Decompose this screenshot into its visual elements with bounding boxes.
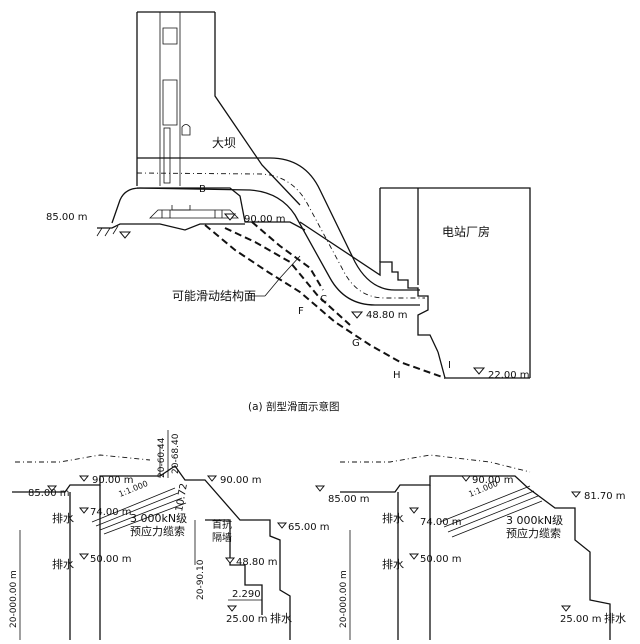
stepped-profile — [299, 221, 439, 353]
br-drain-1: 排水 — [382, 511, 404, 525]
bottom-right-section: 85.00 m 90.00 m 81.70 m 74.00 m 50.00 m … — [314, 454, 626, 640]
elev-marker-85 — [118, 231, 132, 239]
top-caption: (a) 剖型滑面示意图 — [248, 400, 339, 413]
br-ground-profile — [340, 475, 611, 640]
br-elev-25: 25.00 m — [560, 614, 602, 625]
bl-anchor-label-1: 3 000kN级 — [130, 512, 187, 525]
dam-shaft — [159, 12, 181, 186]
dam-pipe — [163, 127, 171, 184]
bl-elev-74: 74.00 m — [90, 507, 132, 518]
point-b: B — [199, 184, 206, 195]
bl-dim-lines — [194, 520, 262, 601]
point-c: C — [320, 294, 327, 305]
point-f: F — [298, 306, 304, 317]
dam-label: 大坝 — [212, 136, 236, 150]
bl-marker-85 — [46, 485, 58, 492]
penstock-centerline — [136, 172, 425, 299]
bl-drain-1: 排水 — [52, 511, 74, 525]
bl-elev-90-right: 90.00 m — [220, 475, 262, 486]
bl-marker-48 — [224, 557, 236, 564]
powerhouse-label: 电站厂房 — [442, 224, 490, 239]
bl-drain-3: 排水 — [270, 611, 292, 625]
slip-label-leader — [248, 255, 301, 297]
br-left-cut — [397, 485, 431, 640]
foundation-chamber — [149, 209, 239, 219]
bl-elev-48: 48.80 m — [236, 557, 278, 568]
top-elev-48: 48.80 m — [366, 310, 408, 321]
top-section-figure: 大坝 电站厂房 可能滑动结构面 (a) 剖型滑面示意图 85.00 m 90.0… — [46, 11, 531, 413]
ground-hatch — [96, 225, 119, 237]
elev-marker-48 — [350, 311, 364, 319]
bl-marker-65 — [276, 522, 288, 529]
bl-wall-label-1: 首抗 — [212, 518, 232, 531]
bl-original-ground — [15, 454, 151, 463]
elev-marker-90 — [223, 213, 237, 221]
br-anchor-label-2: 预应力缆索 — [506, 526, 561, 540]
bl-elev-90-left: 90.00 m — [92, 475, 134, 486]
ground-line-left — [97, 223, 245, 231]
bl-dim-verticals — [19, 430, 169, 640]
bl-marker-90l — [78, 475, 90, 482]
bl-marker-25 — [226, 605, 238, 612]
point-h: H — [393, 370, 401, 381]
br-marker-81 — [570, 491, 582, 498]
bl-elev-65: 65.00 m — [288, 522, 330, 533]
br-elev-74: 74.00 m — [420, 517, 462, 528]
dam-body — [136, 11, 301, 206]
powerhouse — [379, 187, 531, 378]
bl-wall-label-2: 隔墙 — [212, 531, 232, 544]
bl-drain-2: 排水 — [52, 557, 74, 571]
br-marker-85 — [314, 485, 326, 492]
point-g: G — [352, 338, 360, 349]
slip-surface-1 — [204, 224, 446, 379]
bl-marker-74 — [78, 507, 90, 514]
br-elev-81: 81.70 m — [584, 491, 626, 502]
bl-anchors — [91, 487, 187, 535]
bl-dim-b: 20-68.40 — [171, 433, 181, 474]
bl-marker-90r — [206, 475, 218, 482]
bl-dim-e: 20-90.10 — [196, 559, 206, 600]
br-drain-3: 排水 — [604, 611, 626, 625]
br-elev-50: 50.00 m — [420, 554, 462, 565]
bl-dim-vertical: 20-000.00 m — [9, 570, 19, 628]
top-elev-22: 22.00 m — [488, 370, 530, 381]
br-elev-85: 85.00 m — [328, 494, 370, 505]
bl-dim-a: 20-60.44 — [157, 437, 167, 478]
br-anchors — [439, 485, 543, 538]
br-dim-vertical: 20-000.00 m — [339, 570, 349, 628]
bl-wall-block — [205, 519, 263, 615]
bl-dim-c: 10.72 — [174, 482, 190, 512]
br-marker-25 — [560, 605, 572, 612]
penstock-upper — [137, 157, 420, 291]
top-elev-85: 85.00 m — [46, 212, 88, 223]
br-elev-90: 90.00 m — [472, 475, 514, 486]
penstock-lower — [136, 187, 420, 306]
bl-marker-50 — [78, 553, 90, 560]
slip-surface-2 — [224, 227, 351, 326]
slip-surface-label: 可能滑动结构面 — [172, 288, 256, 303]
point-i: I — [448, 360, 451, 371]
br-marker-50 — [408, 553, 420, 560]
slip-surface-3 — [251, 221, 324, 291]
bl-elev-50: 50.00 m — [90, 554, 132, 565]
br-original-ground — [340, 454, 531, 473]
foundation-slot — [171, 205, 191, 211]
br-drain-2: 排水 — [382, 557, 404, 571]
foundation-base — [111, 187, 306, 231]
elev-marker-22 — [472, 367, 486, 375]
top-elev-90: 90.00 m — [244, 214, 286, 225]
dam-gallery-arch — [181, 124, 191, 136]
bl-left-cut — [69, 485, 101, 640]
br-marker-74 — [408, 507, 420, 514]
bl-elev-25: 25.00 m — [226, 614, 268, 625]
bl-elev-85: 85.00 m — [28, 488, 70, 499]
bl-anchor-label-2: 预应力缆索 — [130, 524, 185, 538]
bl-dim-d: 2.290 — [232, 589, 261, 600]
bottom-left-section: 85.00 m 90.00 m 90.00 m 74.00 m 65.00 m … — [9, 430, 330, 640]
br-marker-90 — [460, 475, 472, 482]
br-anchor-label-1: 3 000kN级 — [506, 514, 563, 527]
bl-ground-profile — [12, 465, 291, 640]
